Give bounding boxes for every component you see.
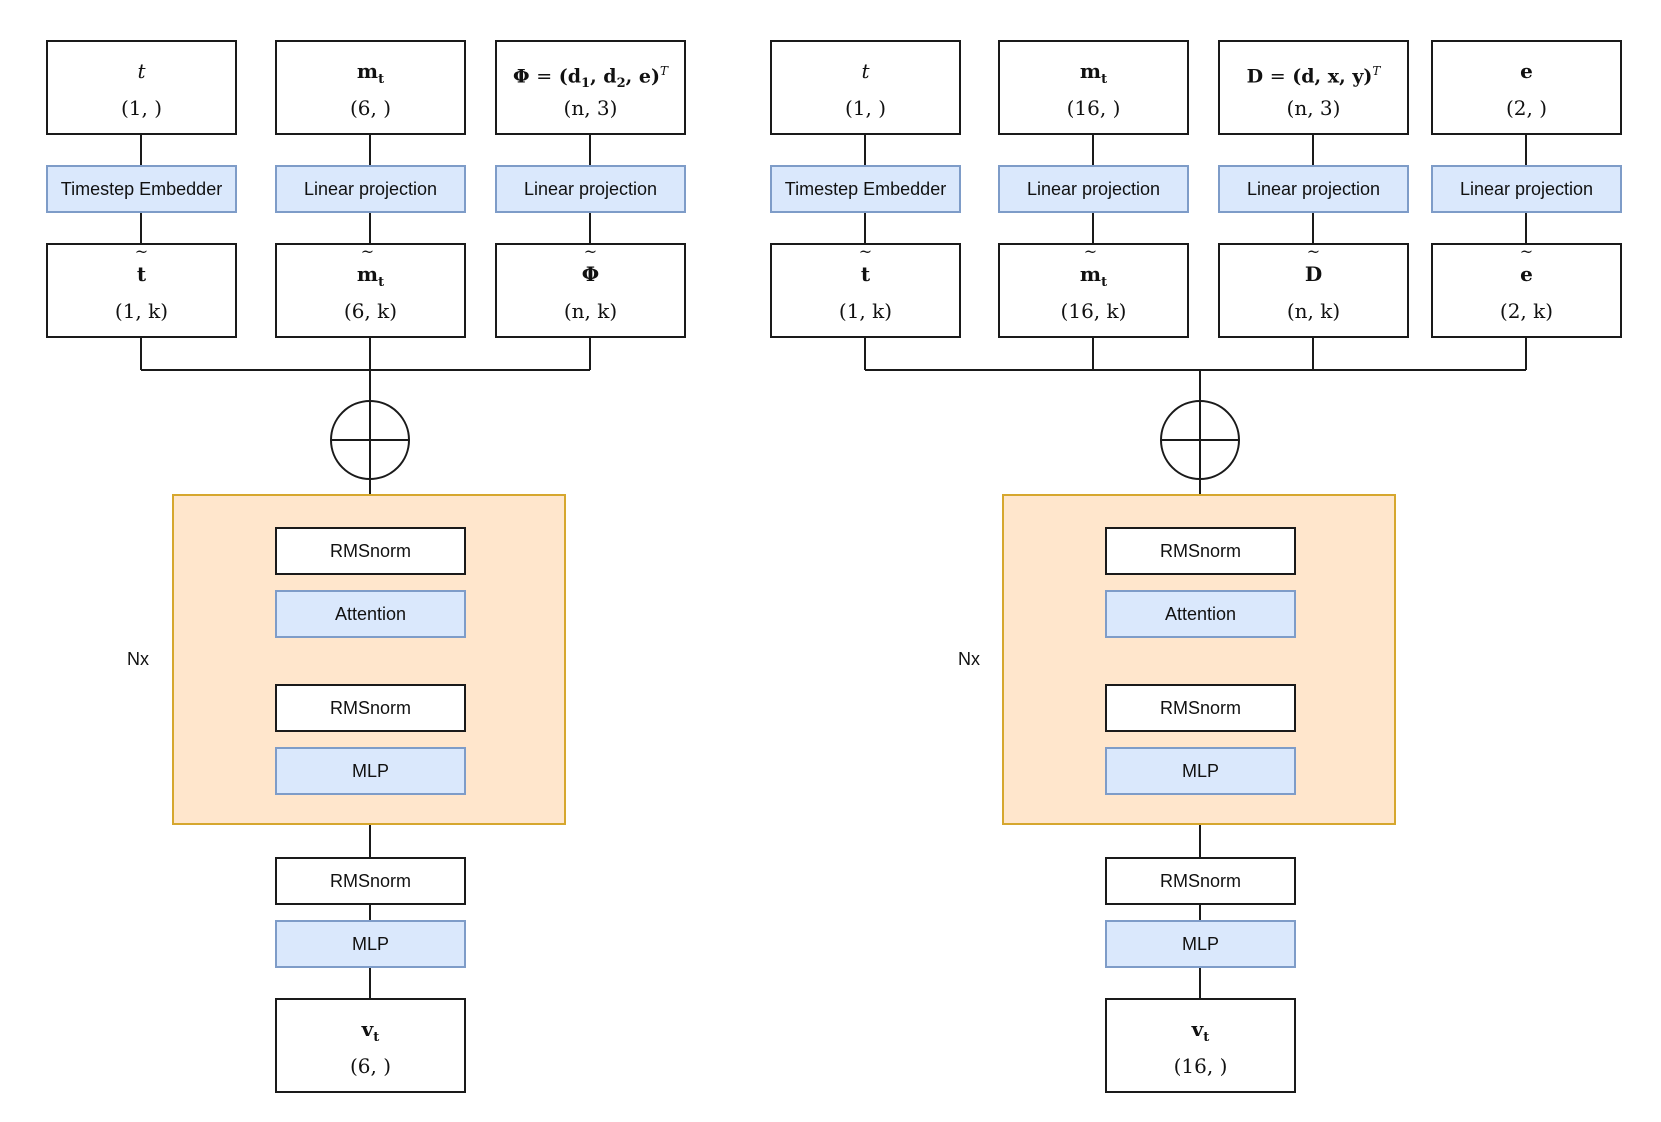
right-embedding-d: D (n, k)	[1218, 243, 1409, 338]
left-input-t: t (1, )	[46, 40, 237, 135]
right-embedding-d-shape: (n, k)	[1286, 298, 1341, 323]
left-input-phi-shape: (n, 3)	[563, 95, 618, 120]
right-embedding-m: mt (16, k)	[998, 243, 1189, 338]
left-mlp-block: MLP	[275, 747, 466, 795]
right-input-m-shape: (16, )	[1066, 95, 1121, 120]
right-mlp-block: MLP	[1105, 747, 1296, 795]
right-rmsnorm-final: RMSnorm	[1105, 857, 1296, 905]
left-output-v-shape: (6, )	[349, 1053, 392, 1078]
right-mlp-final: MLP	[1105, 920, 1296, 968]
left-repeat-label: Nx	[127, 649, 149, 669]
left-rmsnorm-2: RMSnorm	[275, 684, 466, 732]
right-input-d-shape: (n, 3)	[1286, 95, 1341, 120]
left-input-m: mt (6, )	[275, 40, 466, 135]
right-linear-projection-m: Linear projection	[998, 165, 1189, 213]
right-output-v: vt (16, )	[1105, 998, 1296, 1093]
right-input-m: mt (16, )	[998, 40, 1189, 135]
left-embedding-phi: Φ (n, k)	[495, 243, 686, 338]
left-embedding-m-shape: (6, k)	[343, 298, 398, 323]
right-rmsnorm-2: RMSnorm	[1105, 684, 1296, 732]
right-input-d: D = (d, x, y)T (n, 3)	[1218, 40, 1409, 135]
right-embedding-t: t (1, k)	[770, 243, 961, 338]
left-embedding-t: t (1, k)	[46, 243, 237, 338]
right-input-e: e (2, )	[1431, 40, 1622, 135]
left-rmsnorm-1: RMSnorm	[275, 527, 466, 575]
left-linear-projection-phi: Linear projection	[495, 165, 686, 213]
right-attention: Attention	[1105, 590, 1296, 638]
right-embedding-m-shape: (16, k)	[1060, 298, 1127, 323]
left-embedding-t-shape: (1, k)	[114, 298, 169, 323]
right-timestep-embedder: Timestep Embedder	[770, 165, 961, 213]
left-embedding-phi-shape: (n, k)	[563, 298, 618, 323]
left-input-phi: Φ = (d1, d2, e)T (n, 3)	[495, 40, 686, 135]
right-rmsnorm-1: RMSnorm	[1105, 527, 1296, 575]
left-mlp-final: MLP	[275, 920, 466, 968]
right-embedding-t-shape: (1, k)	[838, 298, 893, 323]
right-input-t-shape: (1, )	[844, 95, 887, 120]
left-output-v: vt (6, )	[275, 998, 466, 1093]
left-input-m-shape: (6, )	[349, 95, 392, 120]
right-linear-projection-e: Linear projection	[1431, 165, 1622, 213]
left-embedding-m: mt (6, k)	[275, 243, 466, 338]
left-timestep-embedder: Timestep Embedder	[46, 165, 237, 213]
right-input-e-shape: (2, )	[1505, 95, 1548, 120]
right-linear-projection-d: Linear projection	[1218, 165, 1409, 213]
left-input-t-shape: (1, )	[120, 95, 163, 120]
right-input-t: t (1, )	[770, 40, 961, 135]
left-linear-projection-m: Linear projection	[275, 165, 466, 213]
right-repeat-label: Nx	[958, 649, 980, 669]
left-rmsnorm-final: RMSnorm	[275, 857, 466, 905]
right-output-v-shape: (16, )	[1173, 1053, 1228, 1078]
right-embedding-e-shape: (2, k)	[1499, 298, 1554, 323]
right-embedding-e: e (2, k)	[1431, 243, 1622, 338]
left-attention: Attention	[275, 590, 466, 638]
